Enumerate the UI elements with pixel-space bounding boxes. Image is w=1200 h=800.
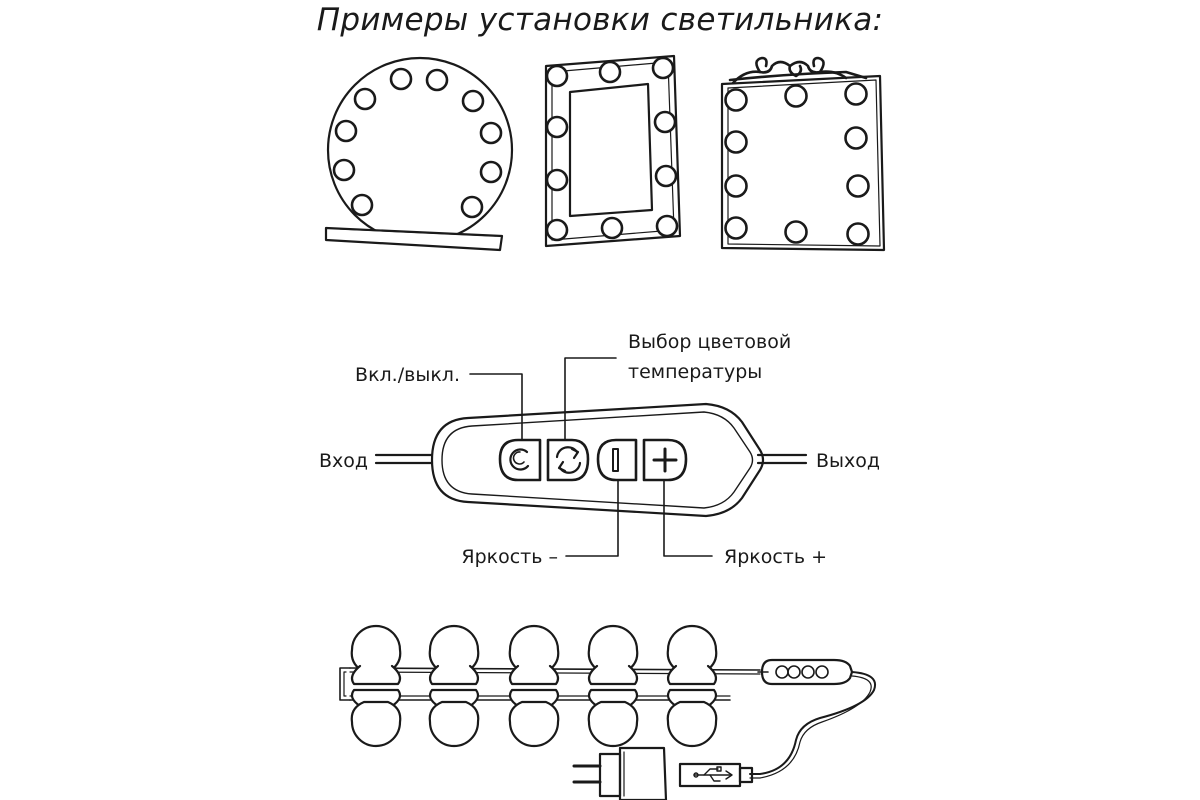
usb-plug: [678, 762, 754, 788]
bulb-icon: [425, 68, 449, 92]
plus-icon: [652, 447, 678, 473]
bulb-icon: [655, 214, 679, 238]
power-adapter: [572, 746, 668, 800]
power-icon: [509, 448, 530, 471]
controller-diagram: Вкл./выкл. Выбор цветовой температуры Вх…: [319, 331, 880, 568]
bulb-icon: [784, 220, 808, 244]
color-temp-label-line1: Выбор цветовой: [628, 331, 791, 353]
bulb-icon: [479, 121, 503, 145]
light-strip-kit: [339, 624, 876, 800]
minus-icon: [787, 665, 801, 679]
usb-icon: [693, 766, 733, 782]
power-label: Вкл./выкл.: [355, 364, 460, 386]
bulb-icon: [784, 84, 808, 108]
bulb-icon: [479, 160, 503, 184]
rectangular-mirror-bulbs: [545, 56, 679, 242]
page-title: Примеры установки светильника:: [316, 2, 884, 38]
bulb-icon: [846, 222, 870, 246]
bulb-icon: [651, 56, 675, 80]
bulb-icon: [724, 130, 748, 154]
plus-icon: [775, 665, 789, 679]
round-mirror-illustration: [324, 56, 514, 252]
brightness-minus-button[interactable]: [596, 438, 638, 482]
strip-bulb-pair: [587, 624, 639, 748]
bulb-icon: [545, 115, 569, 139]
bulb-icon: [654, 164, 678, 188]
round-mirror-bulbs: [332, 67, 503, 219]
bulb-icon: [653, 110, 677, 134]
input-label: Вход: [319, 450, 368, 472]
bulb-icon: [332, 158, 356, 182]
strip-bulbs: [350, 624, 718, 748]
bulb-icon: [353, 87, 377, 111]
ornate-mirror-illustration: [720, 56, 886, 252]
brightness-minus-label: Яркость –: [461, 546, 558, 568]
output-label: Выход: [816, 450, 880, 472]
strip-bulb-pair: [350, 624, 402, 748]
bulb-icon: [545, 168, 569, 192]
strip-bulb-pair: [508, 624, 560, 748]
color-temperature-button[interactable]: [546, 438, 590, 482]
bulb-icon: [724, 174, 748, 198]
power-button[interactable]: [498, 438, 542, 482]
bulb-icon: [844, 82, 868, 106]
bulb-icon: [600, 216, 624, 240]
power-leader-line: [469, 373, 523, 441]
ornate-mirror-bulbs: [724, 82, 870, 246]
brightness-plus-leader-line: [663, 479, 713, 557]
bulb-icon: [461, 89, 485, 113]
bulb-icon: [846, 174, 870, 198]
rectangular-mirror-illustration: [544, 54, 682, 248]
refresh-icon: [555, 446, 582, 474]
refresh-icon: [801, 665, 815, 679]
brightness-minus-leader-line: [565, 479, 619, 557]
strip-controller: [749, 658, 876, 779]
bulb-icon: [724, 88, 748, 112]
bulb-icon: [545, 64, 569, 88]
bulb-icon: [334, 119, 358, 143]
minus-icon: [612, 448, 619, 472]
bulb-icon: [545, 218, 569, 242]
brightness-plus-button[interactable]: [642, 438, 688, 482]
bulb-icon: [350, 193, 374, 217]
bulb-icon: [844, 126, 868, 150]
bulb-icon: [598, 60, 622, 84]
color-temp-label-line2: температуры: [628, 361, 762, 383]
brightness-plus-label: Яркость +: [724, 546, 827, 568]
mirror-crest-ornament: [728, 56, 868, 85]
power-icon: [815, 665, 829, 679]
bulb-icon: [460, 195, 484, 219]
bulb-icon: [724, 216, 748, 240]
bulb-icon: [389, 67, 413, 91]
strip-bulb-pair: [666, 624, 718, 748]
strip-bulb-pair: [428, 624, 480, 748]
color-temp-leader-line: [564, 357, 617, 441]
